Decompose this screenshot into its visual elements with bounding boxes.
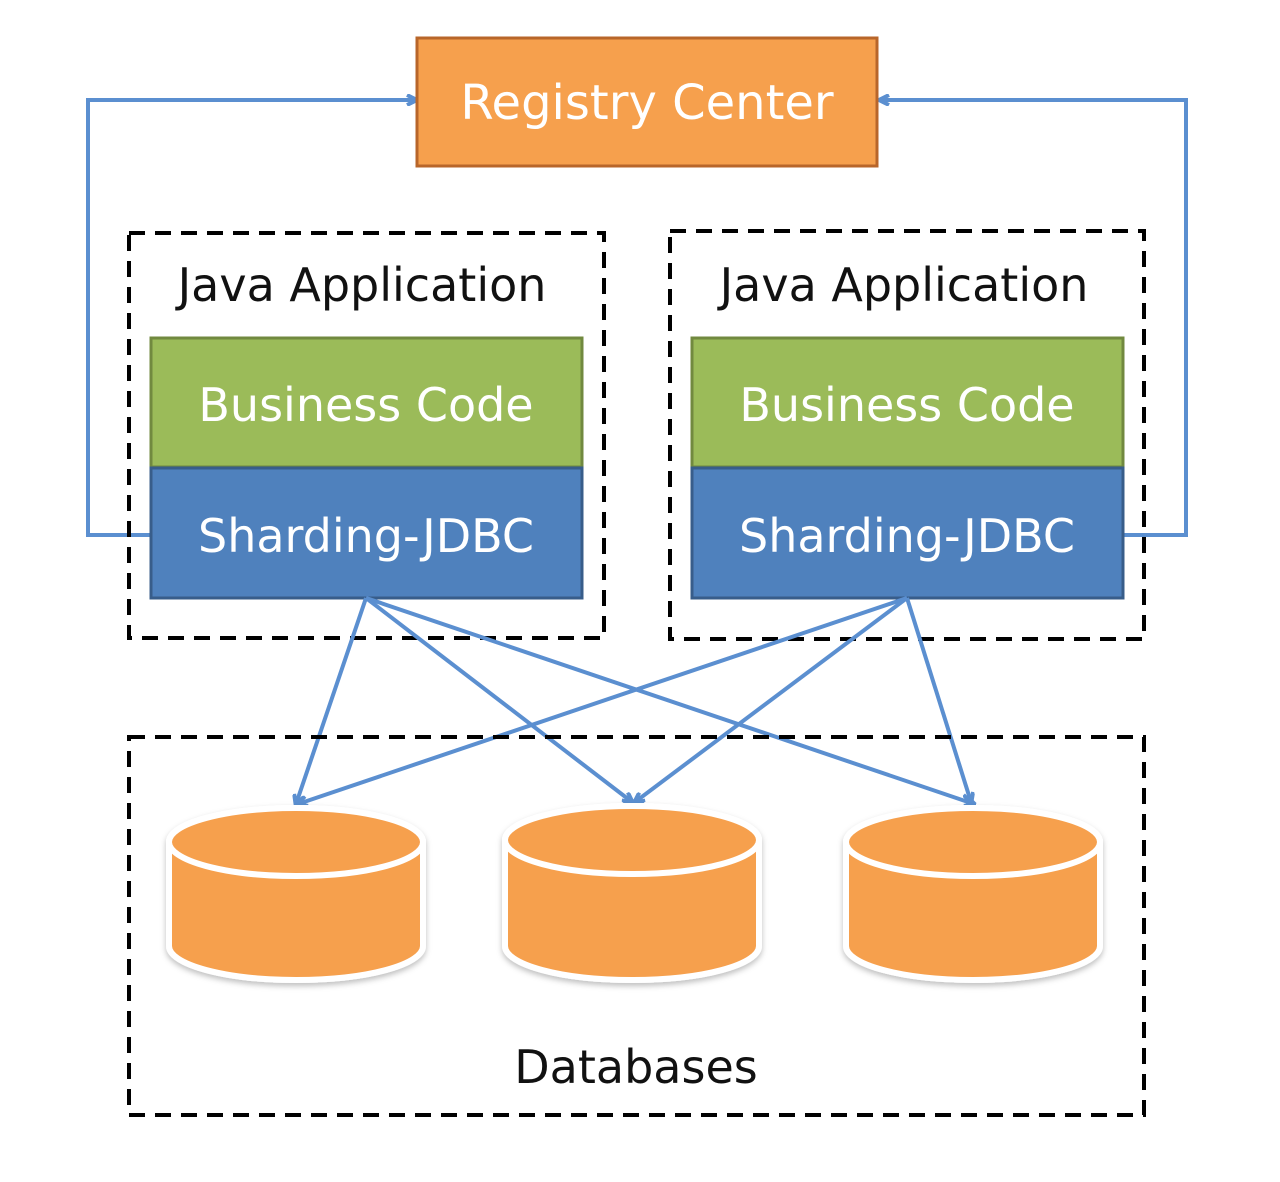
right-to-database-1-arrow bbox=[298, 596, 908, 804]
right-to-database-3-arrow bbox=[905, 597, 971, 802]
database-connections bbox=[296, 596, 974, 804]
sharding-jdbc-left-label: Sharding-JDBC bbox=[198, 509, 534, 563]
business-code-left-label: Business Code bbox=[198, 378, 533, 432]
sharding-jdbc-right-label: Sharding-JDBC bbox=[739, 509, 1075, 563]
right-to-database-2-arrow bbox=[635, 596, 909, 802]
registry-connections bbox=[86, 100, 1188, 537]
sharding-jdbc-left-box bbox=[149, 466, 584, 600]
business-code-right-box bbox=[690, 336, 1125, 469]
left-registry-connection-arrow bbox=[86, 100, 416, 537]
registry-center-box bbox=[415, 36, 879, 168]
left-to-database-3-arrow bbox=[365, 596, 974, 804]
java-application-right-boundary bbox=[668, 229, 1146, 641]
java-application-left-title: Java Application bbox=[175, 258, 547, 312]
databases-label: Databases bbox=[514, 1040, 757, 1094]
databases-boundary bbox=[127, 735, 1146, 1117]
right-registry-connection-arrow bbox=[880, 100, 1188, 537]
registry-center-label: Registry Center bbox=[460, 75, 834, 131]
business-code-right-label: Business Code bbox=[739, 378, 1074, 432]
database-cylinder-2-icon bbox=[502, 803, 762, 983]
sharding-jdbc-right-box bbox=[690, 466, 1125, 600]
databases-group: Databases bbox=[127, 735, 1146, 1117]
database-cylinder-1-icon bbox=[166, 805, 426, 983]
java-application-right-title: Java Application bbox=[717, 258, 1089, 312]
java-application-right: Java Application Business Code Sharding-… bbox=[668, 229, 1146, 641]
registry-center: Registry Center bbox=[415, 36, 879, 168]
java-application-left: Java Application Business Code Sharding-… bbox=[127, 231, 606, 640]
database-cylinder-3-icon bbox=[843, 805, 1103, 983]
left-to-database-2-arrow bbox=[364, 596, 632, 802]
left-to-database-1-arrow bbox=[296, 597, 368, 804]
java-application-left-boundary bbox=[127, 231, 606, 640]
